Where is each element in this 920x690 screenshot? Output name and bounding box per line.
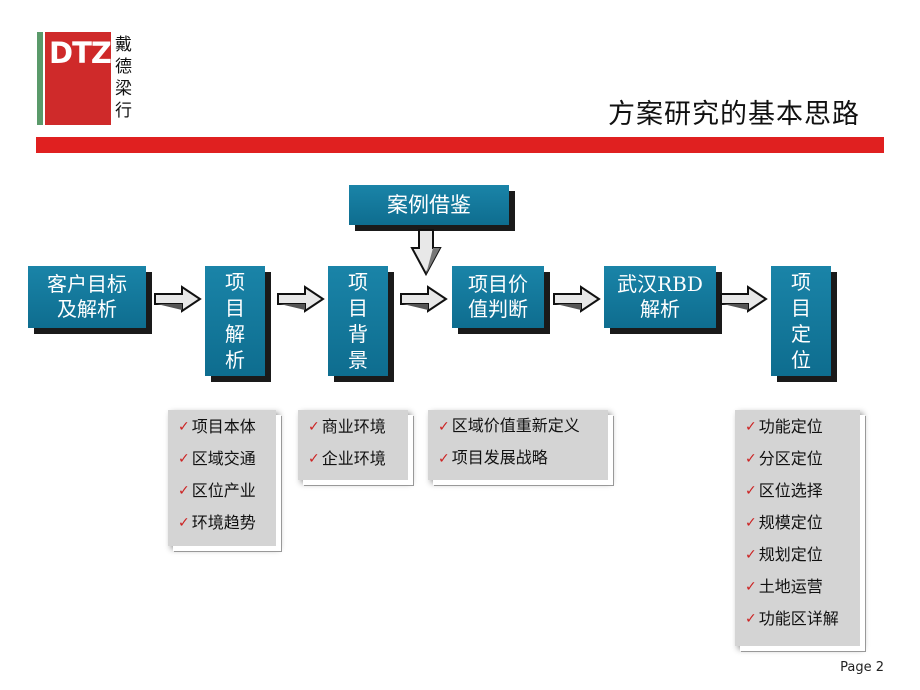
arrow-right-icon: [720, 285, 768, 313]
list-item: ✓企业环境: [308, 449, 386, 468]
check-icon: ✓: [308, 419, 320, 435]
arrow-right-icon: [553, 285, 601, 313]
list-item: ✓区位产业: [178, 481, 256, 500]
header-red-rule: [36, 137, 884, 153]
logo-red-block: [45, 32, 111, 125]
check-icon: ✓: [745, 611, 757, 627]
check-icon: ✓: [745, 547, 757, 563]
check-icon: ✓: [745, 515, 757, 531]
list-item: ✓功能区详解: [745, 609, 839, 628]
background-checklist: ✓商业环境 ✓企业环境: [298, 410, 408, 480]
list-item: ✓区位选择: [745, 481, 823, 500]
value-judgement-box: 项目价 值判断: [452, 266, 544, 328]
arrow-right-icon: [400, 285, 448, 313]
check-icon: ✓: [745, 419, 757, 435]
check-icon: ✓: [438, 451, 450, 467]
list-item: ✓规划定位: [745, 545, 823, 564]
check-icon: ✓: [178, 515, 190, 531]
analysis-checklist: ✓项目本体 ✓区域交通 ✓区位产业 ✓环境趋势: [168, 410, 276, 546]
positioning-checklist: ✓功能定位 ✓分区定位 ✓区位选择 ✓规模定位 ✓规划定位 ✓土地运营 ✓功能区…: [735, 410, 860, 646]
logo-char-1: 戴: [115, 35, 132, 55]
list-item: ✓商业环境: [308, 417, 386, 436]
project-positioning-box: 项 目 定 位: [771, 266, 831, 376]
wuhan-rbd-box: 武汉RBD 解析: [604, 266, 716, 328]
list-item: ✓规模定位: [745, 513, 823, 532]
list-item: ✓功能定位: [745, 417, 823, 436]
page-number: Page 2: [840, 660, 884, 675]
check-icon: ✓: [308, 451, 320, 467]
logo-char-2: 德: [115, 57, 132, 77]
list-item: ✓项目发展战略: [438, 448, 598, 470]
check-icon: ✓: [745, 579, 757, 595]
arrow-right-icon: [277, 285, 325, 313]
list-item: ✓土地运营: [745, 577, 823, 596]
list-item: ✓分区定位: [745, 449, 823, 468]
logo-chinese-text: 戴 德 梁 行: [115, 34, 137, 122]
logo-green-bar: [37, 32, 43, 125]
case-reference-box: 案例借鉴: [349, 185, 509, 225]
list-item: ✓区域交通: [178, 449, 256, 468]
check-icon: ✓: [745, 451, 757, 467]
check-icon: ✓: [178, 419, 190, 435]
arrow-right-icon: [154, 285, 202, 313]
check-icon: ✓: [178, 483, 190, 499]
list-item: ✓区域价值重新定义: [438, 416, 598, 438]
check-icon: ✓: [745, 483, 757, 499]
logo-latin-text: DTZ: [49, 36, 112, 70]
logo-char-4: 行: [115, 101, 132, 121]
project-analysis-box: 项 目 解 析: [205, 266, 265, 376]
client-goal-box: 客户目标 及解析: [28, 266, 146, 328]
check-icon: ✓: [438, 419, 450, 435]
list-item: ✓项目本体: [178, 417, 256, 436]
arrow-down-icon: [410, 229, 442, 276]
value-checklist: ✓区域价值重新定义 ✓项目发展战略: [428, 410, 608, 480]
project-background-box: 项 目 背 景: [328, 266, 388, 376]
page-title: 方案研究的基本思路: [608, 99, 860, 130]
list-item: ✓环境趋势: [178, 513, 256, 532]
check-icon: ✓: [178, 451, 190, 467]
logo-char-3: 梁: [115, 79, 132, 99]
